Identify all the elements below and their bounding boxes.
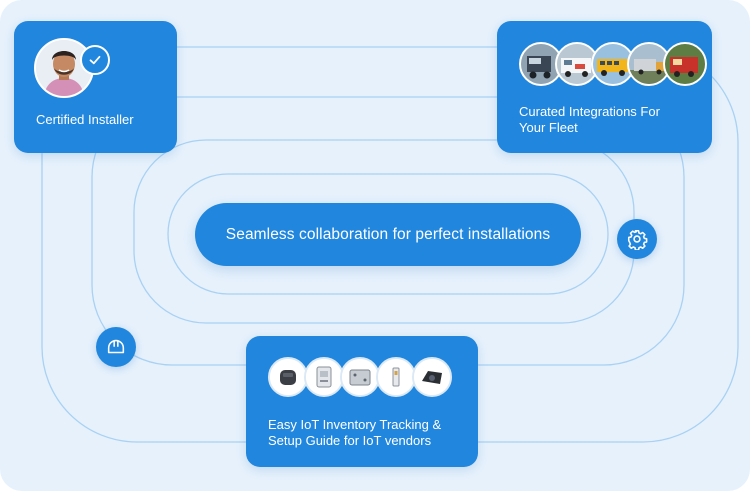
gear-badge	[617, 219, 657, 259]
certified-installer-label: Certified Installer	[36, 112, 134, 127]
helmet-badge	[96, 327, 136, 367]
iot-inventory-card: Easy IoT Inventory Tracking & Setup Guid…	[246, 336, 478, 467]
dashcam-device	[412, 357, 452, 397]
installer-avatar	[34, 38, 94, 98]
school-bus-photo	[591, 42, 635, 86]
helmet-icon	[107, 339, 125, 354]
check-icon	[89, 55, 101, 65]
integrations-label-line1: Curated Integrations For	[519, 104, 660, 119]
gear-icon	[627, 229, 648, 250]
inventory-label-line1: Easy IoT Inventory Tracking &	[268, 417, 442, 432]
van-photo	[555, 42, 599, 86]
integrations-label-line2: Your Fleet	[519, 120, 578, 135]
verified-badge	[80, 45, 110, 75]
curated-integrations-card: Curated Integrations For Your Fleet	[497, 21, 712, 153]
tagline-text: Seamless collaboration for perfect insta…	[225, 225, 551, 243]
red-truck-photo	[663, 42, 707, 86]
certified-installer-card: Certified Installer	[14, 21, 177, 153]
device-thumbnails	[268, 357, 452, 397]
gateway-box-device	[340, 357, 380, 397]
tagline-pill: Seamless collaboration for perfect insta…	[195, 203, 581, 266]
fuse-relay-device	[376, 357, 416, 397]
sensor-module-device	[304, 357, 344, 397]
gps-tracker-device	[268, 357, 308, 397]
inventory-label-line2: Setup Guide for IoT vendors	[268, 433, 432, 448]
fleet-thumbnails	[519, 42, 707, 86]
